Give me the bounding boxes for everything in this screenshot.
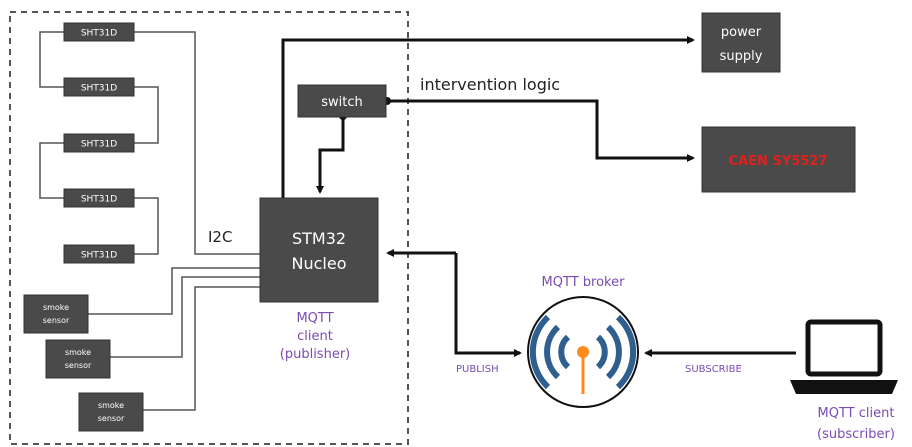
sht-sensor-label: SHT31D xyxy=(81,251,117,261)
mqtt-client-role-line3: (publisher) xyxy=(280,347,350,362)
smoke-sensor-line2: sensor xyxy=(43,316,70,325)
smoke-sensor-line1: smoke xyxy=(98,401,124,410)
device-boundary xyxy=(9,11,409,445)
sht-sensor: SHT31D xyxy=(63,77,135,97)
power-supply-line2: supply xyxy=(720,49,763,64)
mqtt-broker-label: MQTT broker xyxy=(542,275,626,290)
smoke-sensor: smoke sensor xyxy=(45,339,111,379)
sht-sensor: SHT31D xyxy=(63,188,135,208)
power-supply-line1: power xyxy=(721,25,762,40)
publish-line xyxy=(454,253,522,357)
subscribe-label: SUBSCRIBE xyxy=(685,364,742,375)
smoke-sensor-box xyxy=(78,392,144,432)
switch-to-mcu-line xyxy=(316,116,345,194)
sht-sensor-box xyxy=(63,188,135,208)
sht-sensor: SHT31D xyxy=(63,244,135,264)
publish-label: PUBLISH xyxy=(456,364,499,375)
smoke-sensor-box xyxy=(45,339,111,379)
stm32-line1: STM32 xyxy=(292,229,346,248)
sht-sensor: SHT31D xyxy=(63,133,135,153)
sht-sensor-label: SHT31D xyxy=(81,195,117,205)
smoke-wires xyxy=(88,267,263,411)
stm32-box xyxy=(259,197,379,303)
mqtt-client-role-line1: MQTT xyxy=(296,311,333,326)
power-supply-box xyxy=(701,12,781,73)
switch-label: switch xyxy=(321,95,363,110)
switch-box xyxy=(297,84,387,118)
subscriber-line1: MQTT client xyxy=(818,406,895,421)
sht-sensor-label: SHT31D xyxy=(81,29,117,39)
smoke-sensor-line2: sensor xyxy=(65,361,92,370)
caen-label: CAEN SY5527 xyxy=(729,154,828,169)
smoke-sensor: smoke sensor xyxy=(23,294,89,334)
intervention-line xyxy=(387,99,695,162)
intervention-logic-label: intervention logic xyxy=(420,75,560,94)
i2c-label: I2C xyxy=(208,228,232,246)
sht-sensor: SHT31D xyxy=(63,22,135,42)
sht-sensor-label: SHT31D xyxy=(81,140,117,150)
mqtt-client-role-line2: client xyxy=(297,329,333,344)
sht-sensor-box xyxy=(63,244,135,264)
smoke-sensor-line1: smoke xyxy=(43,303,69,312)
smoke-sensor-box xyxy=(23,294,89,334)
sht-sensor-box xyxy=(63,22,135,42)
sht-chain-wires xyxy=(39,31,263,255)
power-line xyxy=(281,36,695,198)
smoke-sensor-line1: smoke xyxy=(65,348,91,357)
stm32-line2: Nucleo xyxy=(292,254,347,273)
sht-sensor-box xyxy=(63,133,135,153)
caen-box xyxy=(701,126,856,193)
subscriber-line2: (subscriber) xyxy=(817,427,895,442)
sht-sensor-label: SHT31D xyxy=(81,84,117,94)
smoke-sensor-line2: sensor xyxy=(98,414,125,423)
laptop-icon xyxy=(790,319,898,394)
smoke-sensor: smoke sensor xyxy=(78,392,144,432)
mqtt-broker-icon xyxy=(527,296,639,408)
sht-sensor-box xyxy=(63,77,135,97)
